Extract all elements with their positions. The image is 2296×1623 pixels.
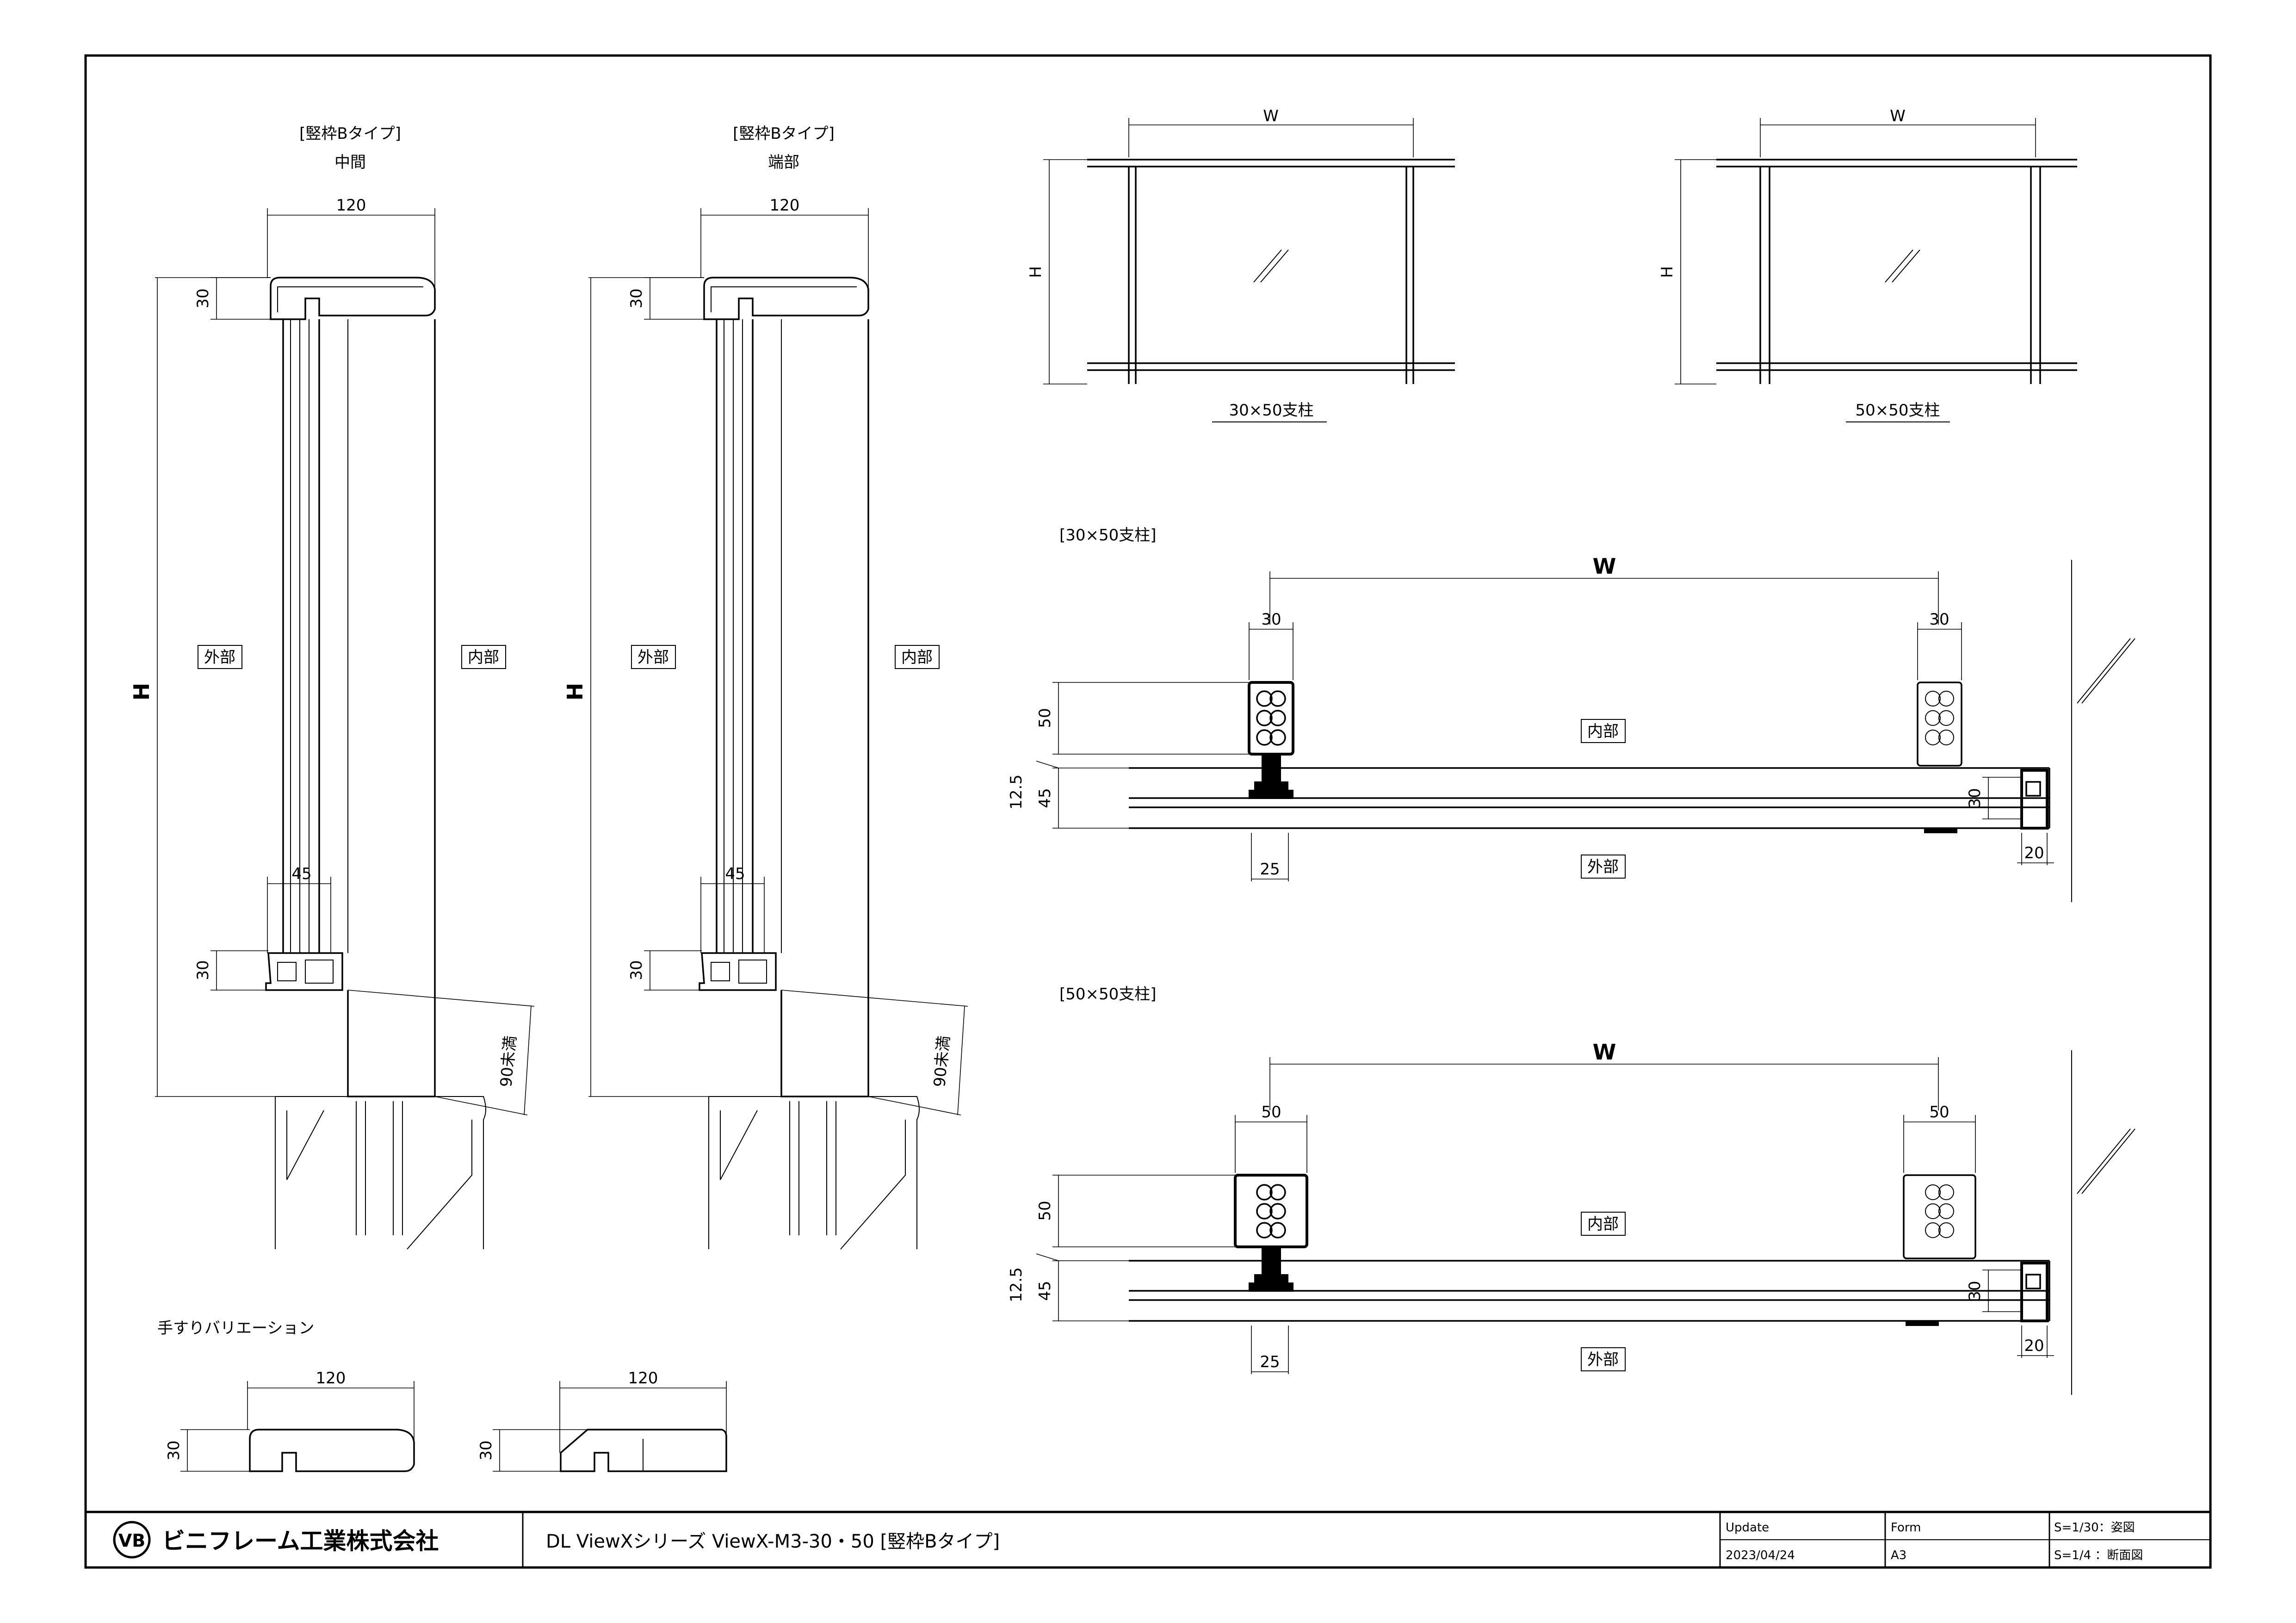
logo-mark: VB [118,1530,145,1551]
dim-20-plan30: 20 [2024,844,2044,862]
dim-W-plan30: W [1593,554,1616,579]
dim-30-plan30-wall: 30 [1966,788,1984,808]
dim-45-plan50: 45 [1036,1281,1054,1301]
dim-120-var2: 120 [628,1369,658,1388]
label-under90-end: 90未満 [930,1035,953,1088]
dim-12_5-plan50: 12.5 [1007,1267,1026,1302]
label-inside-plan50: 内部 [1587,1215,1619,1233]
label-outside-middle: 外部 [204,648,235,667]
label-middle: 中間 [334,153,366,172]
dim-25-plan50: 25 [1260,1353,1280,1371]
dim-W-elev50: W [1890,107,1906,125]
dim-30-plan30-right: 30 [1929,610,1949,629]
scale-1: S=1/30：姿図 [2054,1521,2135,1535]
dim-20-plan50: 20 [2024,1337,2044,1355]
dim-30-var2: 30 [477,1440,495,1460]
label-vert-type-middle: [竪枠Bタイプ] [299,124,401,143]
sheet-border [84,54,2212,1569]
label-under90-middle: 90未満 [497,1035,520,1088]
label-inside-end: 内部 [901,648,933,667]
dim-50-plan50-side: 50 [1036,1201,1054,1220]
company-name: ビニフレーム工業株式会社 [162,1528,439,1555]
dim-W-elev30: W [1263,107,1279,125]
label-outside-end: 外部 [637,648,669,667]
dim-H-middle: H [129,683,154,701]
handrail-variations: 手すりバリエーション 120 30 120 30 [157,1319,727,1472]
dim-30-var1: 30 [165,1440,183,1460]
label-end: 端部 [768,153,799,172]
label-post30: 30×50支柱 [1229,401,1313,420]
update-label: Update [1726,1521,1769,1535]
label-inside-plan30: 内部 [1587,722,1619,741]
label-post30-bracket: [30×50支柱] [1059,526,1157,545]
dim-120-middle: 120 [336,196,366,215]
elevation-post30: W H 30×50支柱 [1027,107,1455,422]
dim-W-plan50: W [1593,1040,1616,1065]
logo-icon [113,1521,151,1559]
dim-30-plan50-wall: 30 [1966,1281,1984,1301]
dim-50-plan50-left: 50 [1261,1103,1281,1121]
dim-120-end: 120 [770,196,800,215]
title-block: VB ビニフレーム工業株式会社 DL ViewXシリーズ ViewX-M3-30… [86,1511,2210,1567]
plan-post50: [50×50支柱] W 50 50 [1007,985,2135,1395]
label-handrail-variation: 手すりバリエーション [157,1319,314,1338]
form-label: Form [1891,1521,1921,1535]
label-post50: 50×50支柱 [1855,401,1940,420]
scale-2: S=1/4 ：断面図 [2054,1549,2143,1562]
dim-30-top-end: 30 [627,288,646,308]
dim-50-plan30: 50 [1036,708,1054,728]
dim-30-plan30-left: 30 [1261,610,1281,629]
update-value: 2023/04/24 [1726,1549,1795,1562]
plan-post30: [30×50支柱] W 30 30 [1007,526,2135,902]
elevation-post50: W H 50×50支柱 [1658,107,2077,422]
dim-120-var1: 120 [316,1369,346,1388]
dim-H-end: H [563,683,588,701]
dim-25-plan30: 25 [1260,860,1280,879]
label-vert-type-end: [竪枠Bタイプ] [733,124,835,143]
dim-45-middle: 45 [291,865,311,883]
label-outside-plan50: 外部 [1587,1350,1619,1369]
dim-30-bottom-middle: 30 [194,960,212,980]
dim-H-elev50: H [1658,266,1677,278]
dim-45-plan30: 45 [1036,788,1054,808]
section-end: [竪枠Bタイプ] 端部 120 30 45 30 H [563,124,968,1250]
form-value: A3 [1891,1549,1906,1562]
dim-50-plan50-right: 50 [1929,1103,1949,1121]
label-outside-plan30: 外部 [1587,858,1619,876]
dim-45-end: 45 [725,865,745,883]
series-title: DL ViewXシリーズ ViewX-M3-30・50 [竪枠Bタイプ] [546,1531,1000,1552]
section-middle: [竪枠Bタイプ] 中間 120 30 45 30 [129,124,535,1250]
label-inside-middle: 内部 [468,648,499,667]
dim-30-top-middle: 30 [194,288,212,308]
label-post50-bracket: [50×50支柱] [1059,985,1157,1004]
dim-30-bottom-end: 30 [627,960,646,980]
dim-H-elev30: H [1027,266,1045,278]
dim-12_5-plan30: 12.5 [1007,774,1026,810]
